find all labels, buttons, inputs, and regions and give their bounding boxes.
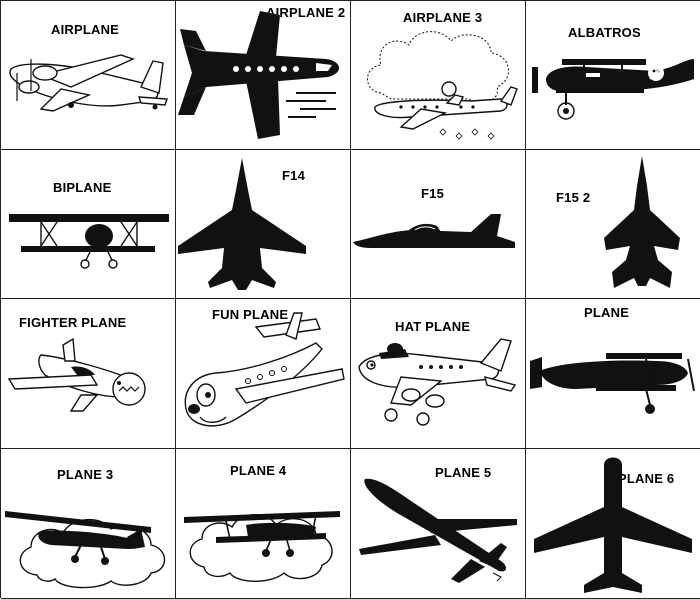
- cell-fighter-plane[interactable]: FIGHTER PLANE: [1, 299, 176, 449]
- cell-label: ALBATROS: [568, 25, 641, 40]
- airplane-2-icon: [178, 11, 340, 139]
- plane-5-icon: [359, 478, 517, 583]
- cell-fun-plane[interactable]: FUN PLANE: [176, 299, 351, 449]
- cell-label: FUN PLANE: [212, 307, 289, 322]
- plane-3-icon: [5, 511, 166, 589]
- cell-label: AIRPLANE: [51, 22, 120, 37]
- hat-plane-icon: [358, 338, 517, 426]
- cell-albatros[interactable]: ALBATROS: [526, 1, 700, 150]
- cell-plane-3[interactable]: PLANE 3: [1, 449, 176, 599]
- cell-f14[interactable]: F14: [176, 150, 351, 299]
- cell-hat-plane[interactable]: HAT PLANE: [351, 299, 526, 449]
- cell-plane-6[interactable]: PLANE 6: [526, 449, 700, 599]
- cell-f15-2[interactable]: F15 2: [526, 150, 700, 299]
- cell-label: PLANE 4: [230, 463, 287, 478]
- cell-plane-4[interactable]: PLANE 4: [176, 449, 351, 599]
- cell-airplane[interactable]: AIRPLANE: [1, 1, 176, 150]
- albatros-icon: [532, 59, 694, 120]
- plane-6-icon: [534, 457, 692, 593]
- cell-label: HAT PLANE: [395, 319, 471, 334]
- cell-label: PLANE 3: [57, 467, 114, 482]
- cell-airplane-3[interactable]: AIRPLANE 3: [351, 1, 526, 150]
- cell-plane[interactable]: PLANE: [526, 299, 700, 449]
- cell-biplane[interactable]: BIPLANE: [1, 150, 176, 299]
- f14-icon: [178, 158, 306, 290]
- fighter-plane-icon: [7, 337, 146, 412]
- plane-4-icon: [184, 511, 340, 582]
- cell-label: PLANE 5: [435, 465, 492, 480]
- cell-label: PLANE: [584, 305, 630, 320]
- cell-plane-5[interactable]: PLANE 5: [351, 449, 526, 599]
- cell-label: F15: [421, 186, 445, 201]
- cell-label: BIPLANE: [53, 180, 112, 195]
- cell-label: F14: [282, 168, 306, 183]
- cell-label: F15 2: [556, 190, 591, 205]
- airplane-3-icon: [367, 31, 518, 140]
- fun-plane-icon: [184, 312, 345, 427]
- cell-f15[interactable]: F15: [351, 150, 526, 299]
- cell-label: FIGHTER PLANE: [19, 315, 127, 330]
- biplane-icon: [9, 214, 169, 269]
- f15-icon: [353, 214, 515, 248]
- plane-icon: [530, 353, 695, 414]
- cell-label: AIRPLANE 3: [403, 10, 483, 25]
- cell-label: AIRPLANE 2: [266, 5, 346, 20]
- airplane-icon: [9, 54, 168, 112]
- f15-2-icon: [604, 156, 680, 288]
- cell-airplane-2[interactable]: AIRPLANE 2: [176, 1, 351, 150]
- cell-label: PLANE 6: [618, 471, 675, 486]
